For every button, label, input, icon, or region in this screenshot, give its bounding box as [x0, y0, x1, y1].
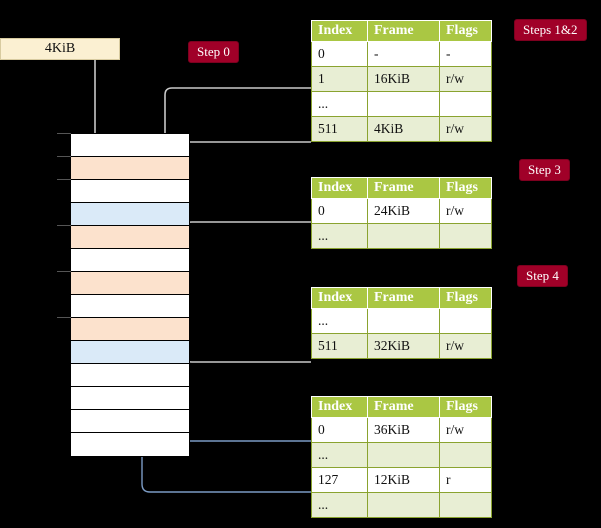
- column-header-index: Index: [311, 177, 368, 199]
- cell-index: ...: [311, 442, 368, 468]
- cell-index: 0: [311, 198, 368, 224]
- cell-frame: [367, 91, 440, 117]
- memory-cell: [71, 226, 189, 249]
- cell-frame: 12KiB: [367, 467, 440, 493]
- cell-index: 0: [311, 417, 368, 443]
- cell-flags: r/w: [439, 116, 492, 142]
- cell-frame: 16KiB: [367, 66, 440, 92]
- memory-cell: [71, 134, 189, 157]
- cell-frame: [367, 442, 440, 468]
- memory-tick: [57, 317, 71, 318]
- cell-frame: [367, 308, 440, 334]
- memory-tick: [57, 133, 71, 134]
- memory-cell: [71, 157, 189, 180]
- cell-frame: 32KiB: [367, 333, 440, 359]
- cell-flags: -: [439, 41, 492, 67]
- cell-frame: [367, 492, 440, 518]
- memory-cell: [71, 341, 189, 364]
- cell-frame: 24KiB: [367, 198, 440, 224]
- cell-flags: [439, 223, 492, 249]
- column-header-frame: Frame: [367, 396, 440, 418]
- memory-cell: [71, 364, 189, 387]
- memory-cell: [71, 203, 189, 226]
- memory-cell: [71, 410, 189, 433]
- table-row: 0--: [311, 41, 492, 67]
- cell-index: 0: [311, 41, 368, 67]
- memory-cell: [71, 318, 189, 341]
- table-row: ...: [311, 91, 492, 117]
- cell-frame: [367, 223, 440, 249]
- wire-l4-row1: [164, 87, 311, 219]
- cell-index: 511: [311, 116, 368, 142]
- column-header-flags: Flags: [439, 287, 492, 309]
- cell-index: ...: [311, 223, 368, 249]
- frame-size-label: 4KiB: [0, 38, 120, 60]
- cell-flags: [439, 91, 492, 117]
- column-header-flags: Flags: [439, 20, 492, 42]
- memory-cell: [71, 433, 189, 456]
- column-header-frame: Frame: [367, 177, 440, 199]
- cell-flags: r/w: [439, 417, 492, 443]
- memory-tick: [57, 179, 71, 180]
- column-header-frame: Frame: [367, 287, 440, 309]
- cell-index: ...: [311, 492, 368, 518]
- wire-l2-row511: [182, 309, 311, 363]
- cell-index: 1: [311, 66, 368, 92]
- memory-tick-marks: [57, 133, 71, 423]
- cell-index: ...: [311, 308, 368, 334]
- cell-flags: r/w: [439, 66, 492, 92]
- memory-tick: [57, 225, 71, 226]
- cell-index: 127: [311, 467, 368, 493]
- column-header-frame: Frame: [367, 20, 440, 42]
- cell-flags: [439, 308, 492, 334]
- table-row: ...: [311, 492, 492, 518]
- cell-flags: r: [439, 467, 492, 493]
- column-header-index: Index: [311, 20, 368, 42]
- memory-cell: [71, 295, 189, 318]
- frame-size-text: 4KiB: [44, 41, 76, 56]
- memory-cell: [71, 272, 189, 295]
- badge-step-0: Step 0: [188, 41, 239, 63]
- column-header-index: Index: [311, 287, 368, 309]
- table-row: ...: [311, 223, 492, 249]
- memory-cell: [71, 249, 189, 272]
- memory-cell: [71, 180, 189, 203]
- cell-index: 511: [311, 333, 368, 359]
- memory-column: [70, 133, 190, 457]
- cell-flags: r/w: [439, 333, 492, 359]
- wire-l1-row127: [141, 208, 311, 493]
- cell-frame: -: [367, 41, 440, 67]
- memory-tick: [57, 156, 71, 157]
- table-row: ...: [311, 442, 492, 468]
- cell-flags: [439, 442, 492, 468]
- badge-step-4: Step 4: [517, 265, 568, 287]
- cell-frame: 36KiB: [367, 417, 440, 443]
- memory-cell: [71, 387, 189, 410]
- wire-l4-row511: [175, 141, 311, 159]
- badge-step-3: Step 3: [519, 159, 570, 181]
- column-header-index: Index: [311, 396, 368, 418]
- badge-steps-1-2: Steps 1&2: [514, 19, 587, 41]
- table-row: ...: [311, 308, 492, 334]
- cell-flags: r/w: [439, 198, 492, 224]
- cell-flags: [439, 492, 492, 518]
- cell-index: ...: [311, 91, 368, 117]
- cell-frame: 4KiB: [367, 116, 440, 142]
- wire-l3-row0: [182, 221, 311, 266]
- column-header-flags: Flags: [439, 177, 492, 199]
- column-header-flags: Flags: [439, 396, 492, 418]
- memory-tick: [57, 271, 71, 272]
